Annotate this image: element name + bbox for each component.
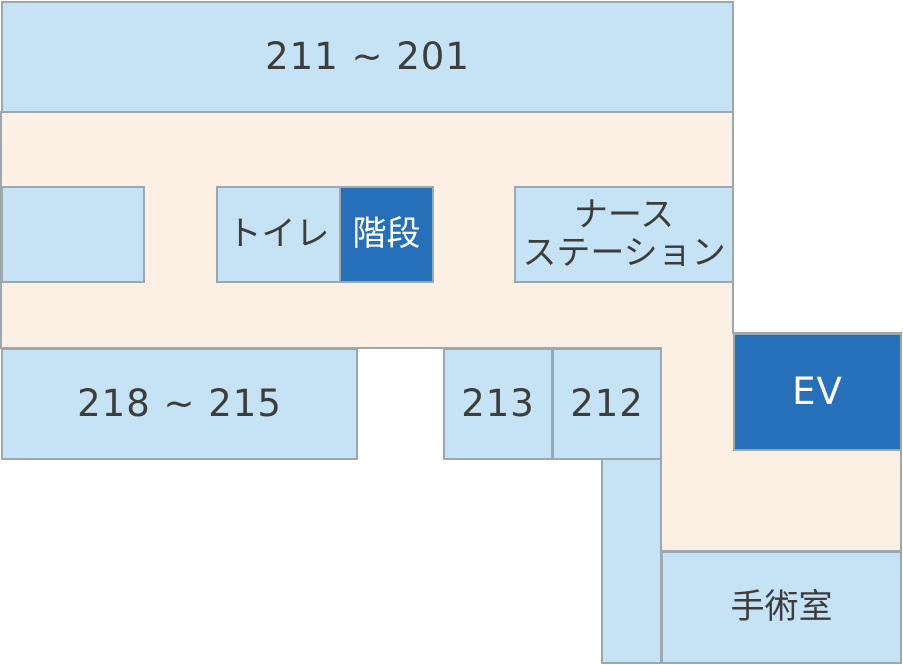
room-218-215-label: 218 ~ 215: [77, 381, 282, 425]
room-left-blank[interactable]: [1, 186, 145, 283]
room-nurse-station[interactable]: ナース ステーション: [514, 186, 734, 283]
room-operating-label: 手術室: [730, 586, 833, 627]
room-nurse-station-label-line2: ステーション: [522, 232, 726, 273]
room-218-215[interactable]: 218 ~ 215: [1, 348, 358, 460]
room-ev[interactable]: EV: [733, 333, 902, 451]
room-213[interactable]: 213: [443, 348, 553, 460]
room-211-201[interactable]: 211 ~ 201: [1, 1, 734, 113]
room-211-201-label: 211 ~ 201: [265, 34, 470, 78]
room-stairs[interactable]: 階段: [339, 186, 434, 283]
room-toilet-label: トイレ: [227, 213, 330, 254]
room-213-label: 213: [461, 381, 535, 425]
room-operating[interactable]: 手術室: [661, 551, 902, 664]
room-toilet[interactable]: トイレ: [216, 186, 341, 283]
room-nurse-station-label-line1: ナース: [573, 195, 675, 236]
room-stairs-label: 階段: [352, 213, 421, 254]
corridor-area: [0, 111, 902, 552]
corridor-212-extension: [601, 457, 662, 664]
room-ev-label: EV: [792, 369, 843, 413]
room-212-label: 212: [570, 381, 644, 425]
room-212[interactable]: 212: [552, 348, 662, 460]
